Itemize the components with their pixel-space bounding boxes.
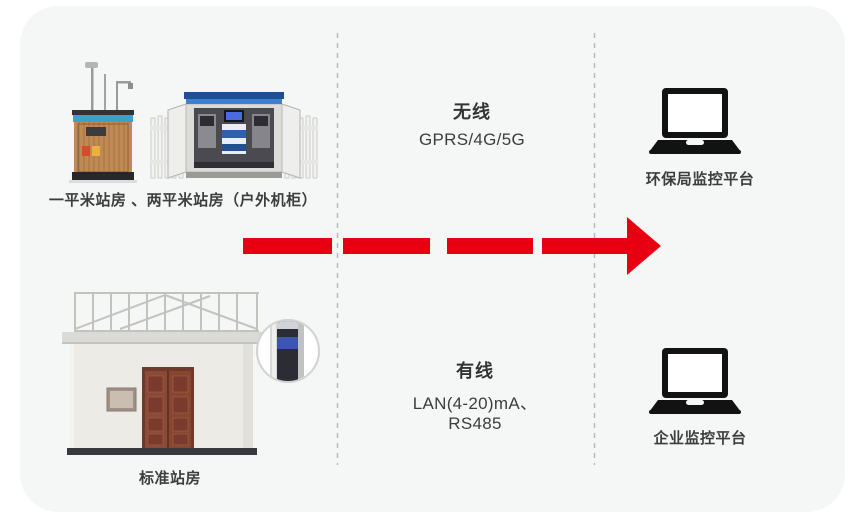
divider-dashed-left xyxy=(336,33,339,465)
epa-laptop-icon xyxy=(649,88,741,154)
wireless-title: 无线 xyxy=(453,102,491,122)
wired-title: 有线 xyxy=(456,361,494,381)
small-station-illustration xyxy=(69,62,137,183)
outdoor-cabinet-illustration xyxy=(150,92,318,179)
small-stations-label: 一平米站房 、两平米站房（户外机柜） xyxy=(48,192,318,209)
wireless-subtitle: GPRS/4G/5G xyxy=(419,130,525,149)
divider-dashed-right xyxy=(593,33,596,465)
flow-arrow xyxy=(243,217,661,275)
wired-block: 有线 LAN(4-20)mA、RS485 xyxy=(387,357,563,434)
standard-station-label: 标准站房 xyxy=(138,470,201,487)
wireless-block: 无线 GPRS/4G/5G xyxy=(387,98,557,150)
enterprise-platform-label: 企业监控平台 xyxy=(653,430,747,447)
wired-subtitle: LAN(4-20)mA、RS485 xyxy=(412,394,538,433)
standard-station-illustration xyxy=(62,292,320,455)
enterprise-laptop-icon xyxy=(649,348,741,414)
epa-platform-label: 环保局监控平台 xyxy=(645,171,755,188)
